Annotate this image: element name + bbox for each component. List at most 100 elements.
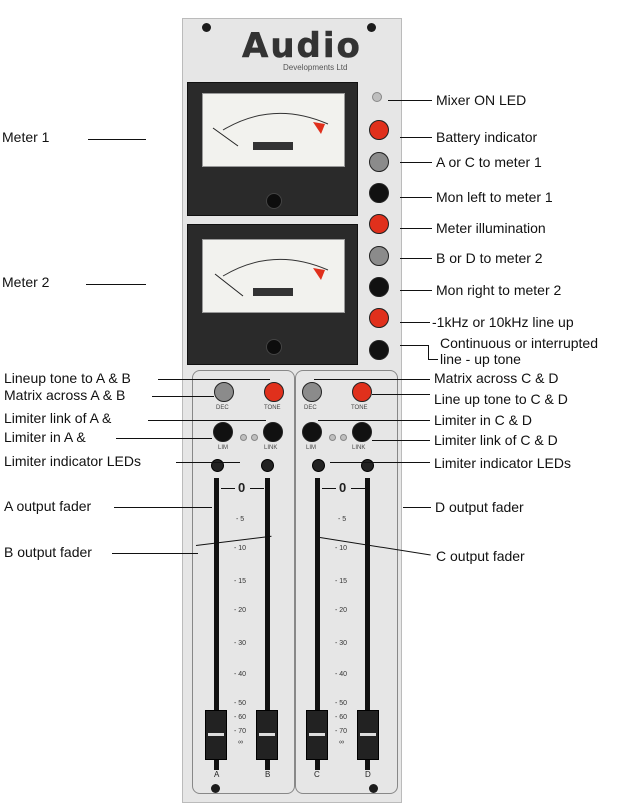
channel-ab-section [192,370,295,794]
scale-bracket [322,488,336,489]
cd-scale-tick: - 60 [335,714,348,721]
channel-d-label: D [365,770,371,779]
cd-link-label: LINK [352,445,366,451]
ab-lim-label: LIM [218,445,229,451]
leader-battery [400,137,432,138]
fader-a-knob[interactable] [205,710,227,760]
label-limlink-ab: Limiter link of A & [4,410,112,426]
meter-illumination-button[interactable] [369,214,389,234]
mon-left-meter1-button[interactable] [369,183,389,203]
cd-limiter-in-button[interactable] [302,422,322,442]
ab-scale-tick: - 60 [234,714,247,721]
cd-dec-label: DEC [304,405,317,411]
ab-matrix-button[interactable] [214,382,234,402]
label-lineup-freq: -1kHz or 10kHz line up [432,314,574,330]
label-meter-1: Meter 1 [2,129,50,145]
cd-scale-tick: - 40 [335,671,348,678]
mixer-on-led [372,92,382,102]
label-lineup-ab: Lineup tone to A & B [4,370,131,386]
channel-a-label: A [214,770,220,779]
cd-scale-zero: 0 [339,480,347,495]
cd-lim-label: LIM [306,445,317,451]
cd-limiter-link-button[interactable] [352,422,372,442]
fader-c-knob[interactable] [306,710,328,760]
fader-b-track [265,478,270,770]
ab-limiter-led [251,434,258,441]
leader-limled-right [330,462,430,463]
cd-fader-top-screw [361,459,374,472]
cd-scale-tick: - 15 [335,578,348,585]
leader-cont [400,345,428,346]
leader-monright [400,290,432,291]
cd-scale-tick: - 30 [335,640,348,647]
cd-limiter-led [340,434,347,441]
meter-2-zero-knob[interactable] [266,339,282,355]
leader-monleft [400,197,432,198]
leader-lineup-freq [400,322,430,323]
ab-scale-zero: 0 [238,480,246,495]
channel-cd-section [295,370,398,794]
label-ac-meter1: A or C to meter 1 [436,154,542,170]
leader-b-fader [112,553,198,554]
ab-limiter-in-button[interactable] [213,422,233,442]
cd-scale-tick: - 10 [335,545,348,552]
ab-limiter-led [240,434,247,441]
meter-needle-icon [214,258,329,297]
fader-d-knob[interactable] [357,710,379,760]
leader-limin-ab [116,438,212,439]
ab-scale-tick: ∞ [238,739,243,746]
fader-c-track [315,478,320,770]
cd-tone-button[interactable] [352,382,372,402]
panel-screw [369,784,378,793]
label-c-fader: C output fader [436,548,525,564]
ab-tone-button[interactable] [264,382,284,402]
battery-indicator-button[interactable] [369,120,389,140]
leader-ac-meter1 [400,162,432,163]
cd-scale-tick: - 70 [335,728,348,735]
fader-b-knob[interactable] [256,710,278,760]
label-battery: Battery indicator [436,129,538,145]
cd-scale-tick: - 5 [338,516,347,523]
continuous-interrupted-tone-button[interactable] [369,340,389,360]
ab-scale-tick: - 15 [234,578,247,585]
leader-mixer-on [388,100,432,101]
b-or-d-meter2-button[interactable] [369,246,389,266]
leader-bd-meter2 [400,258,432,259]
cd-matrix-button[interactable] [302,382,322,402]
label-mixer-on: Mixer ON LED [436,92,527,108]
ab-dec-label: DEC [216,405,229,411]
panel-screw [202,23,211,32]
ab-scale-tick: - 50 [234,700,247,707]
ab-scale-tick: - 70 [234,728,247,735]
cd-scale-tick: - 20 [335,607,348,614]
mon-right-meter2-button[interactable] [369,277,389,297]
ab-scale-tick: - 30 [234,640,247,647]
label-lineup-cd: Line up tone to C & D [434,391,568,407]
lineup-frequency-button[interactable] [369,308,389,328]
meter-2 [187,224,358,365]
label-cont-1: Continuous or interrupted [440,335,598,351]
ab-fader-top-screw [261,459,274,472]
label-d-fader: D output fader [435,499,524,515]
label-limlink-cd: Limiter link of C & D [434,432,558,448]
ab-scale-tick: - 10 [234,545,247,552]
cd-limiter-led [329,434,336,441]
meter-1-dial [202,93,345,167]
label-cont-2: line - up tone [440,351,521,367]
meter-1 [187,82,358,216]
label-limin-ab: Limiter in A & [4,429,86,445]
fader-d-track [365,478,370,770]
leader-limin-cd [318,420,430,421]
cd-tone-label: TONE [351,405,368,411]
ab-limiter-link-button[interactable] [263,422,283,442]
meter-1-zero-knob[interactable] [266,193,282,209]
label-limled-right: Limiter indicator LEDs [434,455,571,471]
leader-limlink-cd [372,440,430,441]
ab-fader-top-screw [211,459,224,472]
ab-scale-tick: - 5 [236,516,245,523]
a-or-c-meter1-button[interactable] [369,152,389,172]
leader-illum [400,228,432,229]
ab-link-label: LINK [264,445,278,451]
label-monleft: Mon left to meter 1 [436,189,553,205]
brand-subtitle: Developments Ltd [283,63,348,72]
